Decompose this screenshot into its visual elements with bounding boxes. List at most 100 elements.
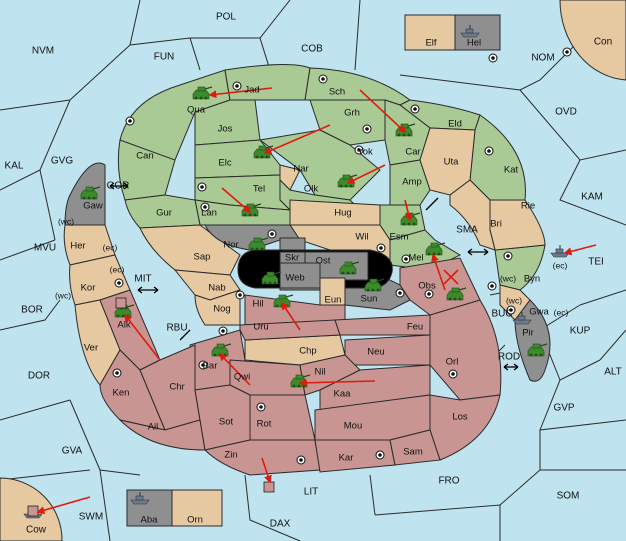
label-hug: Hug (334, 208, 351, 219)
label-nor: Nor (223, 240, 238, 251)
label-orl: Orl (446, 357, 459, 368)
sea-nom: NOM (531, 53, 554, 64)
province-nog[interactable] (194, 289, 241, 326)
gray-region (204, 224, 481, 316)
label-mou: Mou (344, 421, 362, 432)
province-jos[interactable] (194, 99, 261, 146)
province-rot[interactable] (249, 394, 316, 441)
sea-ovd: OVD (555, 107, 577, 118)
label-qwi: Qwi (234, 372, 250, 383)
label-pir: Pir (522, 328, 534, 339)
sea-fro: FRO (438, 476, 459, 487)
province-con[interactable] (559, 0, 626, 81)
island-hel[interactable] (454, 14, 501, 51)
province-grh[interactable] (309, 99, 386, 146)
label-gwa-ec: (ec) (554, 307, 569, 317)
province-bri[interactable] (449, 179, 496, 251)
label-grh: Grh (344, 108, 360, 119)
label-web: Web (285, 273, 304, 284)
sea-mvu: MVU (34, 243, 56, 254)
label-tel: Tel (253, 184, 265, 195)
sea-nvm: NVM (32, 46, 54, 57)
label-amp: Amp (402, 177, 422, 188)
label-kor-ec: (ec) (110, 264, 125, 274)
label-hil: Hil (252, 299, 263, 310)
label-byn: Byn (524, 274, 540, 285)
order-arrows (36, 87, 597, 515)
label-kor: Kor (81, 283, 96, 294)
label-gur: Gur (156, 208, 172, 219)
label-zin: Zin (224, 450, 237, 461)
label-nab: Nab (208, 283, 225, 294)
label-eld: Eld (448, 119, 462, 130)
label-skr: Skr (285, 253, 299, 264)
label-sam: Sam (403, 447, 423, 458)
province-uru[interactable] (239, 319, 341, 341)
sea-mit: MIT (134, 274, 151, 285)
label-esm: Esm (390, 232, 409, 243)
label-rie: Rie (521, 201, 535, 212)
sea-pol: POL (216, 12, 236, 23)
label-her-wc: (wc) (58, 216, 74, 226)
label-feu: Feu (407, 322, 423, 333)
label-sap: Sap (194, 252, 211, 263)
passage-arrows (109, 182, 519, 371)
label-elf: Elf (425, 38, 436, 49)
province-obs[interactable] (399, 257, 481, 316)
province-eun-inner (319, 277, 346, 306)
label-gwa-wc: (wc) (506, 295, 522, 305)
label-kat: Kat (504, 165, 519, 176)
label-her-ec: (ec) (103, 242, 118, 252)
label-sun: Sun (361, 294, 378, 305)
label-chr: Chr (169, 382, 184, 393)
label-jad: Jad (244, 85, 259, 96)
label-orn: Orn (187, 515, 203, 526)
sea-kup: KUP (570, 326, 591, 337)
label-nil: Nil (314, 367, 325, 378)
sea-fun: FUN (154, 52, 175, 63)
island-orn[interactable] (171, 489, 223, 527)
island-elf[interactable] (404, 14, 456, 51)
label-wil: Wil (355, 232, 368, 243)
label-neu: Neu (367, 347, 384, 358)
label-elc: Elc (218, 158, 231, 169)
island-aba[interactable] (126, 489, 173, 527)
label-rot: Rot (257, 419, 272, 430)
sea-lit: LIT (304, 487, 318, 498)
sea-dax: DAX (270, 519, 291, 530)
label-bar: Bar (203, 361, 218, 372)
red-region (99, 289, 502, 476)
fleet-unit-cow[interactable] (27, 505, 39, 517)
sea-gor: GOR (107, 181, 130, 192)
sea-kal: KAL (5, 161, 24, 172)
label-aba: Aba (141, 515, 159, 526)
label-uta: Uta (444, 157, 460, 168)
label-nar: Nar (293, 164, 308, 175)
province-rie[interactable] (489, 199, 546, 251)
label-ail: Ail (148, 422, 159, 433)
sea-dor: DOR (28, 371, 50, 382)
army-unit-alk[interactable] (115, 297, 127, 309)
label-lan: Lan (201, 208, 217, 219)
sea-cob: COB (301, 44, 323, 55)
sea-labels: POL COB FUN NVM NOM Con OVD KAM TEI KAL … (5, 12, 622, 536)
label-kar: Kar (339, 453, 354, 464)
province-gur[interactable] (124, 194, 201, 229)
sea-rbu: RBU (166, 323, 187, 334)
province-amp[interactable] (389, 159, 431, 206)
supply-centers (112, 47, 572, 465)
label-chp: Chp (299, 346, 316, 357)
province-neu[interactable] (344, 334, 431, 366)
sea-buc: BUC (491, 309, 512, 320)
province-hil[interactable] (244, 294, 346, 326)
label-car: Car (405, 147, 420, 158)
sea-rod: ROD (498, 352, 520, 363)
fleet-unit-lit[interactable] (263, 481, 275, 493)
label-kaa: Kaa (334, 389, 352, 400)
label-bri: Bri (490, 219, 502, 230)
label-sot: Sot (219, 417, 234, 428)
label-hel: Hel (467, 38, 481, 49)
province-sam[interactable] (389, 429, 441, 466)
